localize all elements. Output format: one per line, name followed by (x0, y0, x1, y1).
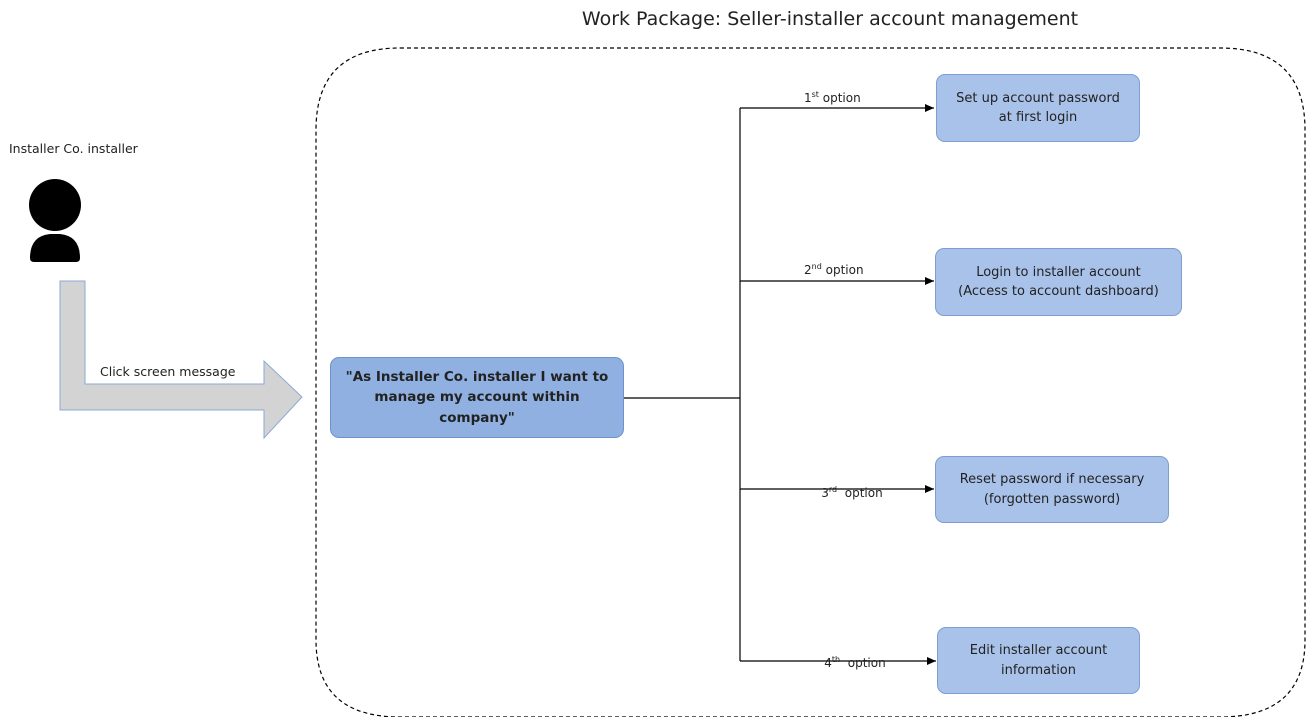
flow-arrow-label: Click screen message (100, 364, 236, 379)
option-3-line-1: Reset password if necessary (959, 472, 1145, 487)
option-4-label: 4th option (824, 655, 886, 671)
option-2-line-2: (Access to account dashboard) (958, 284, 1159, 299)
option-4-box: Edit installer account information (937, 627, 1140, 694)
page-title: Work Package: Seller-installer account m… (581, 8, 1079, 30)
user-story-box: "As Installer Co. installer I want to ma… (330, 357, 624, 438)
option-3-label: 3rd option (821, 485, 883, 501)
person-icon (29, 179, 81, 262)
option-2-box: Login to installer account (Access to ac… (935, 248, 1182, 316)
user-story-line-2: manage my account within company" (374, 389, 580, 426)
option-1-line-1: Set up account password (956, 90, 1120, 106)
option-3-box: Reset password if necessary (forgotten p… (935, 456, 1169, 523)
user-story-line-1: "As Installer Co. installer I want to (345, 369, 609, 386)
option-1-label: 1st option (804, 90, 861, 106)
option-1-box: Set up account password at first login (936, 74, 1140, 142)
option-2-line-1: Login to installer account (976, 264, 1141, 280)
actor-label: Installer Co. installer (9, 141, 138, 156)
flow-arrow (59, 280, 303, 440)
option-4-line-2: information (1000, 662, 1076, 678)
option-2-label: 2nd option (804, 262, 864, 278)
option-1-line-2: at first login (998, 110, 1078, 125)
option-4-line-1: Edit installer account (969, 643, 1108, 658)
option-3-line-2: (forgotten password) (983, 491, 1121, 507)
work-package-boundary (315, 47, 1306, 717)
